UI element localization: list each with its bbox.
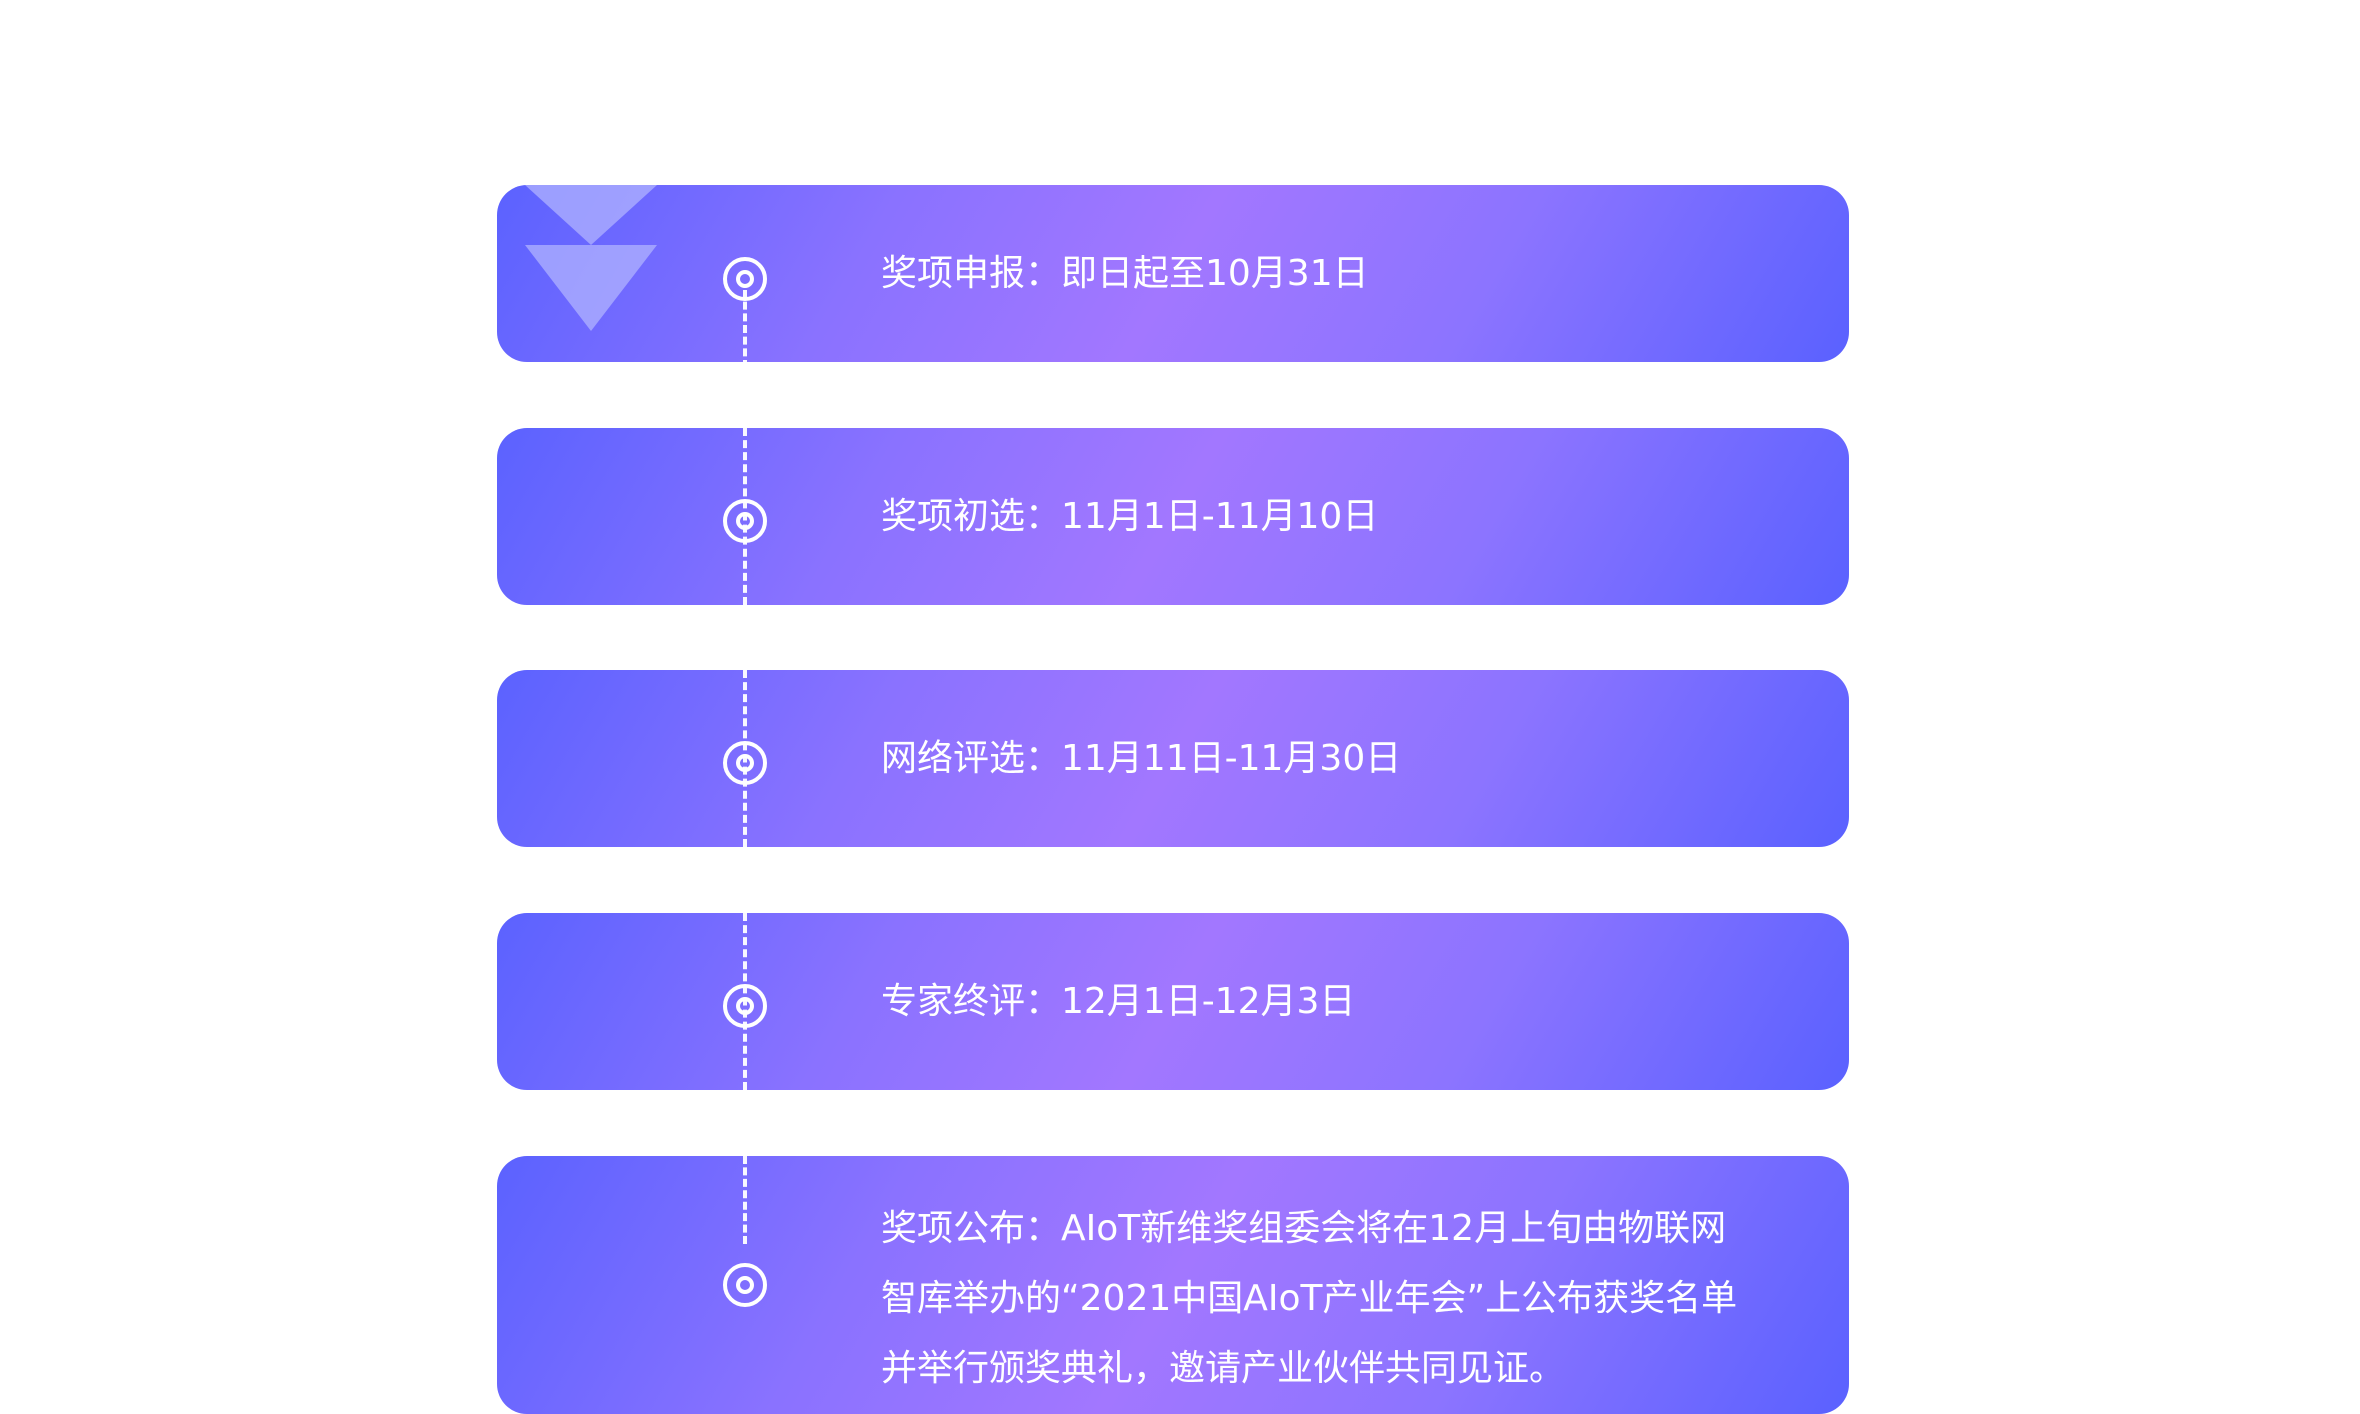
down-arrow-icon xyxy=(525,185,657,331)
target-circle-icon xyxy=(723,499,767,543)
timeline-connector-2 xyxy=(743,428,747,605)
step-3-text: 网络评选：11月11日-11月30日 xyxy=(881,738,1402,779)
timeline-connector-3 xyxy=(743,670,747,847)
timeline-step-2: 奖项初选：11月1日-11月10日 xyxy=(497,428,1849,605)
step-2-text: 奖项初选：11月1日-11月10日 xyxy=(881,496,1379,537)
target-circle-icon xyxy=(723,741,767,785)
timeline-step-4: 专家终评：12月1日-12月3日 xyxy=(497,913,1849,1090)
step-5-text: 奖项公布：AIoT新维奖组委会将在12月上旬由物联网智库举办的“2021中国AI… xyxy=(881,1208,1738,1389)
timeline-connector-5 xyxy=(743,1156,747,1244)
timeline-step-3: 网络评选：11月11日-11月30日 xyxy=(497,670,1849,847)
step-4-text: 专家终评：12月1日-12月3日 xyxy=(881,981,1356,1022)
target-circle-icon xyxy=(723,984,767,1028)
timeline-step-5: 奖项公布：AIoT新维奖组委会将在12月上旬由物联网智库举办的“2021中国AI… xyxy=(497,1156,1849,1414)
target-circle-icon xyxy=(723,1263,767,1307)
timeline-connector-1 xyxy=(743,290,747,368)
target-circle-icon xyxy=(723,257,767,301)
timeline-step-1: 奖项申报：即日起至10月31日 xyxy=(497,185,1849,362)
step-1-text: 奖项申报：即日起至10月31日 xyxy=(881,253,1369,294)
timeline-connector-4 xyxy=(743,913,747,1090)
